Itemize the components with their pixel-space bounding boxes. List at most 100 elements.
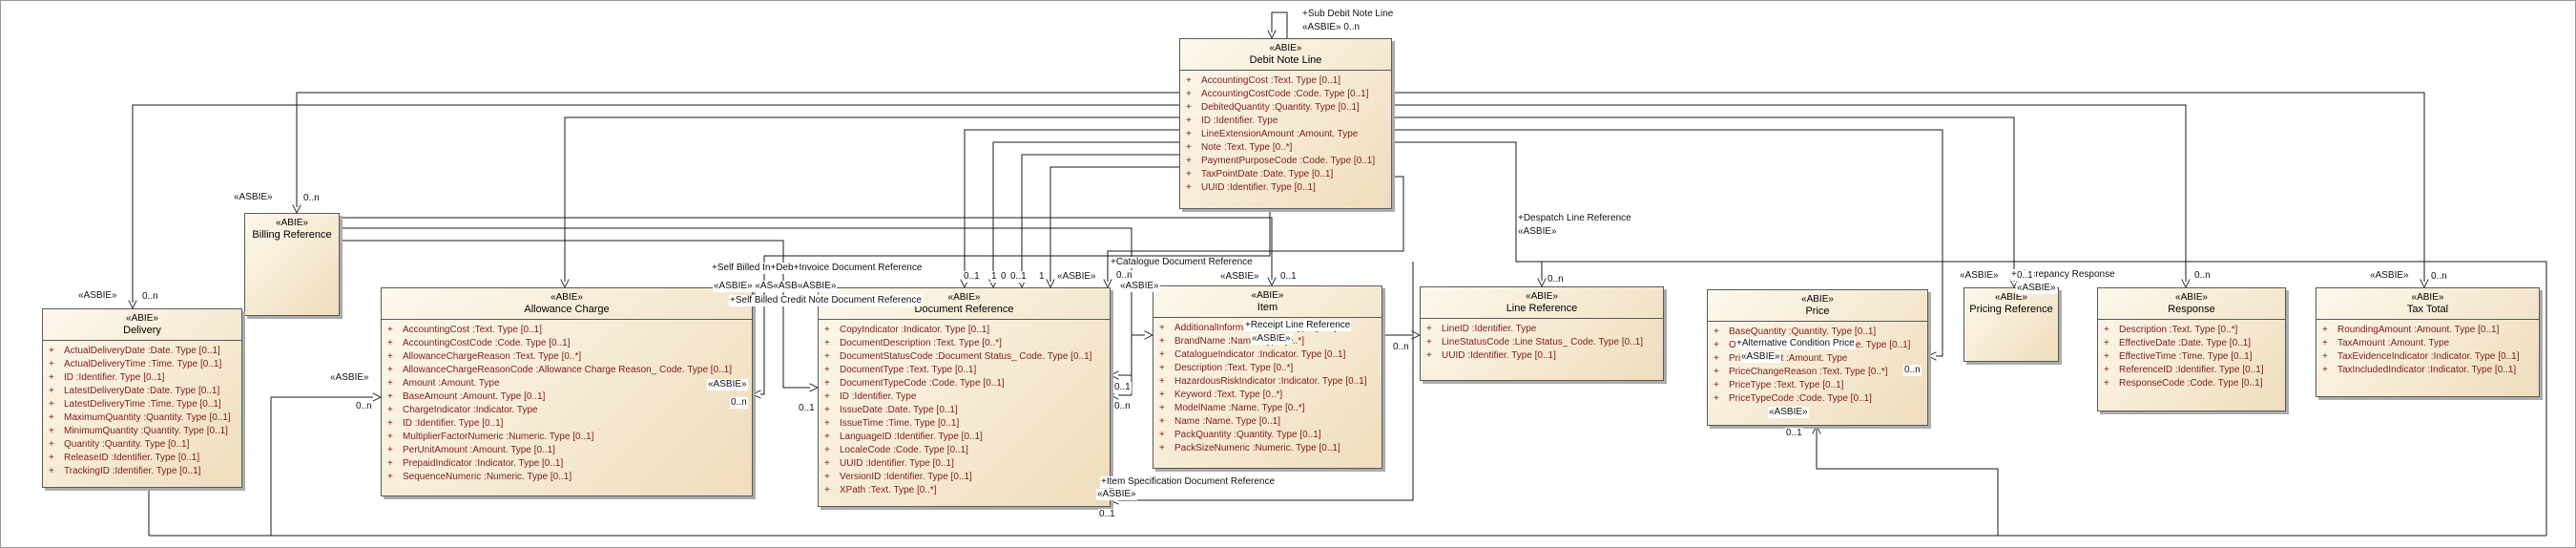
class-attribute: +UUID :Identifier. Type [0..1]: [1426, 350, 1556, 361]
class-box-pricing-reference[interactable]: «ABIE»Pricing Reference: [1963, 287, 2059, 362]
attribute-list: +AccountingCost :Text. Type [0..1] +Accou…: [382, 319, 752, 486]
class-attribute: +IssueTime :Time. Type [0..1]: [824, 418, 960, 429]
class-stereotype: «ABIE»: [2175, 292, 2208, 303]
class-attribute: +DocumentTypeCode :Code. Type [0..1]: [824, 378, 1005, 389]
association-label: «ASBIE» «AS«ASB«ASBIE»: [713, 281, 838, 292]
association-label: 0..1: [1113, 382, 1132, 393]
association-label: 1: [990, 271, 998, 283]
class-name: Tax Total: [2406, 304, 2449, 315]
association-label: +Self Billed In+Deb+Invoice Document Ref…: [711, 263, 924, 274]
class-attribute: +VersionID :Identifier. Type [0..1]: [824, 472, 972, 482]
class-attribute: +CatalogueIndicator :Indicator. Type [0.…: [1159, 349, 1346, 360]
association-label: «ASBIE»: [77, 290, 118, 302]
association-label: 0..1: [2016, 270, 2034, 282]
association-label: «ASBIE»: [233, 192, 274, 203]
class-name: Document Reference: [914, 304, 1014, 315]
class-attribute: +XPath :Text. Type [0..*]: [824, 485, 937, 495]
class-attribute: +AllowanceChargeReason :Text. Type [0..*…: [387, 351, 582, 362]
class-attribute: +EffectiveTime :Time. Type [0..1]: [2104, 351, 2253, 362]
association-label: +Self Billed Credit Note Document Refere…: [729, 295, 923, 306]
association-label: «ASBIE»: [1056, 271, 1097, 283]
class-attribute: +UUID :Identifier. Type [0..1]: [1186, 182, 1316, 193]
association-label: «ASBIE»: [1251, 333, 1292, 345]
class-attribute: +LanguageID :Identifier. Type [0..1]: [824, 432, 983, 442]
class-attribute: +LineStatusCode :Line Status_ Code. Type…: [1426, 337, 1644, 348]
class-box-tax-total[interactable]: «ABIE»Tax Total +RoundingAmount :Amount. …: [2316, 287, 2540, 397]
class-attribute: +PrepaidIndicator :Indicator. Type [0..1…: [387, 458, 564, 469]
association-label: «ASBIE» 0..n: [1301, 22, 1361, 33]
association-label: +Discrepancy Response: [2010, 269, 2116, 281]
class-attribute: +DebitedQuantity :Quantity. Type [0..1]: [1186, 102, 1360, 113]
attribute-list: +ActualDeliveryDate :Date. Type [0..1]+A…: [43, 340, 241, 480]
class-box-document-reference[interactable]: «ABIE»Document Reference+CopyIndicator :…: [818, 287, 1111, 507]
association-label: 0..1: [1009, 271, 1028, 283]
association-label: «ASBIE»: [1517, 226, 1558, 238]
association-label: 0..n: [1115, 270, 1133, 282]
attribute-list: +RoundingAmount :Amount. Type [0..1] +Tax…: [2316, 319, 2539, 379]
class-name: Delivery: [123, 325, 161, 336]
class-attribute: +RoundingAmount :Amount. Type [0..1]: [2322, 325, 2500, 335]
association-label: 0..n: [730, 397, 748, 409]
class-stereotype: «ABIE»: [1251, 290, 1284, 301]
class-box-billing-reference[interactable]: «ABIE»Billing Reference: [244, 213, 340, 316]
association-label: 0..n: [1113, 401, 1132, 412]
class-attribute: +DocumentStatusCode :Document Status_ Co…: [824, 351, 1092, 362]
class-box-delivery[interactable]: «ABIE»Delivery+ActualDeliveryDate :Date.…: [42, 308, 242, 488]
association-label: 0..n: [141, 291, 159, 303]
association-label: «ASBIE»: [1096, 489, 1137, 500]
class-attribute: +TaxPointDate :Date. Type [0..1]: [1186, 169, 1334, 179]
class-attribute: +AccountingCostCode :Code. Type [0..1]: [387, 338, 571, 348]
class-name: Line Reference: [1506, 303, 1578, 314]
class-attribute: +ID :Identifier. Type: [824, 391, 917, 402]
class-attribute: +Quantity :Quantity. Type [0..1]: [49, 439, 190, 450]
class-attribute: +ReferenceID :Identifier. Type [0..1]: [2104, 365, 2264, 375]
association-label: 0..n: [302, 193, 321, 204]
class-box-line-reference[interactable]: «ABIE»Line Reference+LineID :Identifier.…: [1420, 286, 1664, 381]
class-attribute: +AllowanceChargeReasonCode :Allowance Ch…: [387, 365, 733, 375]
class-attribute: +PriceTypeCode :Code. Type [0..1]: [1714, 393, 1872, 404]
class-attribute: +LineExtensionAmount :Amount. Type: [1186, 129, 1359, 139]
class-attribute: +TrackingID :Identifier. Type [0..1]: [49, 466, 201, 476]
class-stereotype: «ABIE»: [1269, 43, 1302, 53]
association-label: 0..1: [798, 403, 816, 414]
class-attribute: +MinimumQuantity :Quantity. Type [0..1]: [49, 426, 228, 436]
class-stereotype: «ABIE»: [947, 292, 981, 303]
class-stereotype: «ABIE»: [2411, 292, 2444, 303]
association-label: «ASBIE»: [1768, 407, 1809, 418]
association-label: 0..n: [1392, 342, 1410, 353]
class-attribute: +PackSizeNumeric :Numeric. Type [0..1]: [1159, 443, 1340, 453]
class-name: Allowance Charge: [524, 304, 610, 315]
attribute-list: [1964, 319, 2058, 325]
class-attribute: +LocaleCode :Code. Type [0..1]: [824, 445, 968, 455]
class-attribute: +BrandName :Name. Type [0..*]: [1159, 336, 1304, 347]
association-label: +Receipt Line Reference: [1244, 320, 1352, 331]
class-box-response[interactable]: «ABIE»Response+Description :Text. Type […: [2097, 287, 2286, 411]
association-label: 0..n: [355, 401, 373, 412]
class-attribute: +PriceType :Text. Type [0..1]: [1714, 380, 1844, 390]
class-attribute: +MultiplierFactorNumeric :Numeric. Type …: [387, 432, 594, 442]
attribute-list: +AccountingCost :Text. Type [0..1]+Accou…: [1180, 70, 1391, 197]
class-attribute: +ChargeIndicator :Indicator. Type: [387, 405, 538, 415]
class-box-debit-note-line[interactable]: «ABIE»Debit Note Line+AccountingCost :Te…: [1179, 38, 1392, 209]
class-name: Response: [2168, 304, 2215, 315]
association-label: 0..n: [1903, 365, 1922, 376]
class-attribute: +PackQuantity :Quantity. Type [0..1]: [1159, 430, 1321, 440]
class-attribute: +AccountingCost :Text. Type [0..1]: [387, 325, 543, 335]
class-attribute: +Keyword :Text. Type [0..*]: [1159, 390, 1283, 400]
class-box-allowance-charge[interactable]: «ABIE»Allowance Charge+AccountingCost :T…: [381, 287, 753, 496]
association-label: «ASBIE»: [1740, 351, 1781, 363]
class-attribute: +ActualDeliveryDate :Date. Type [0..1]: [49, 346, 220, 356]
association-label: +Despatch Line Reference: [1517, 213, 1632, 224]
class-attribute: +AccountingCostCode :Code. Type [0..1]: [1186, 89, 1369, 99]
class-attribute: +TaxAmount :Amount. Type: [2322, 338, 2450, 348]
class-name: Pricing Reference: [1969, 304, 2053, 315]
association-label: 0..1: [1785, 428, 1803, 439]
class-name: Item: [1257, 302, 1278, 313]
attribute-list: +BaseQuantity :Quantity. Type [0..1]+Ord…: [1708, 321, 1927, 408]
class-box-item[interactable]: «ABIE»Item+AdditionalInformation :Text. …: [1153, 285, 1382, 469]
association-label: «ASBIE»: [2369, 270, 2410, 282]
class-attribute: +ID :Identifier. Type [0..1]: [387, 418, 504, 429]
association-label: «ASBIE»: [1119, 281, 1160, 292]
class-attribute: +IssueDate :Date. Type [0..1]: [824, 405, 958, 415]
association-label: 0..1: [963, 271, 981, 283]
